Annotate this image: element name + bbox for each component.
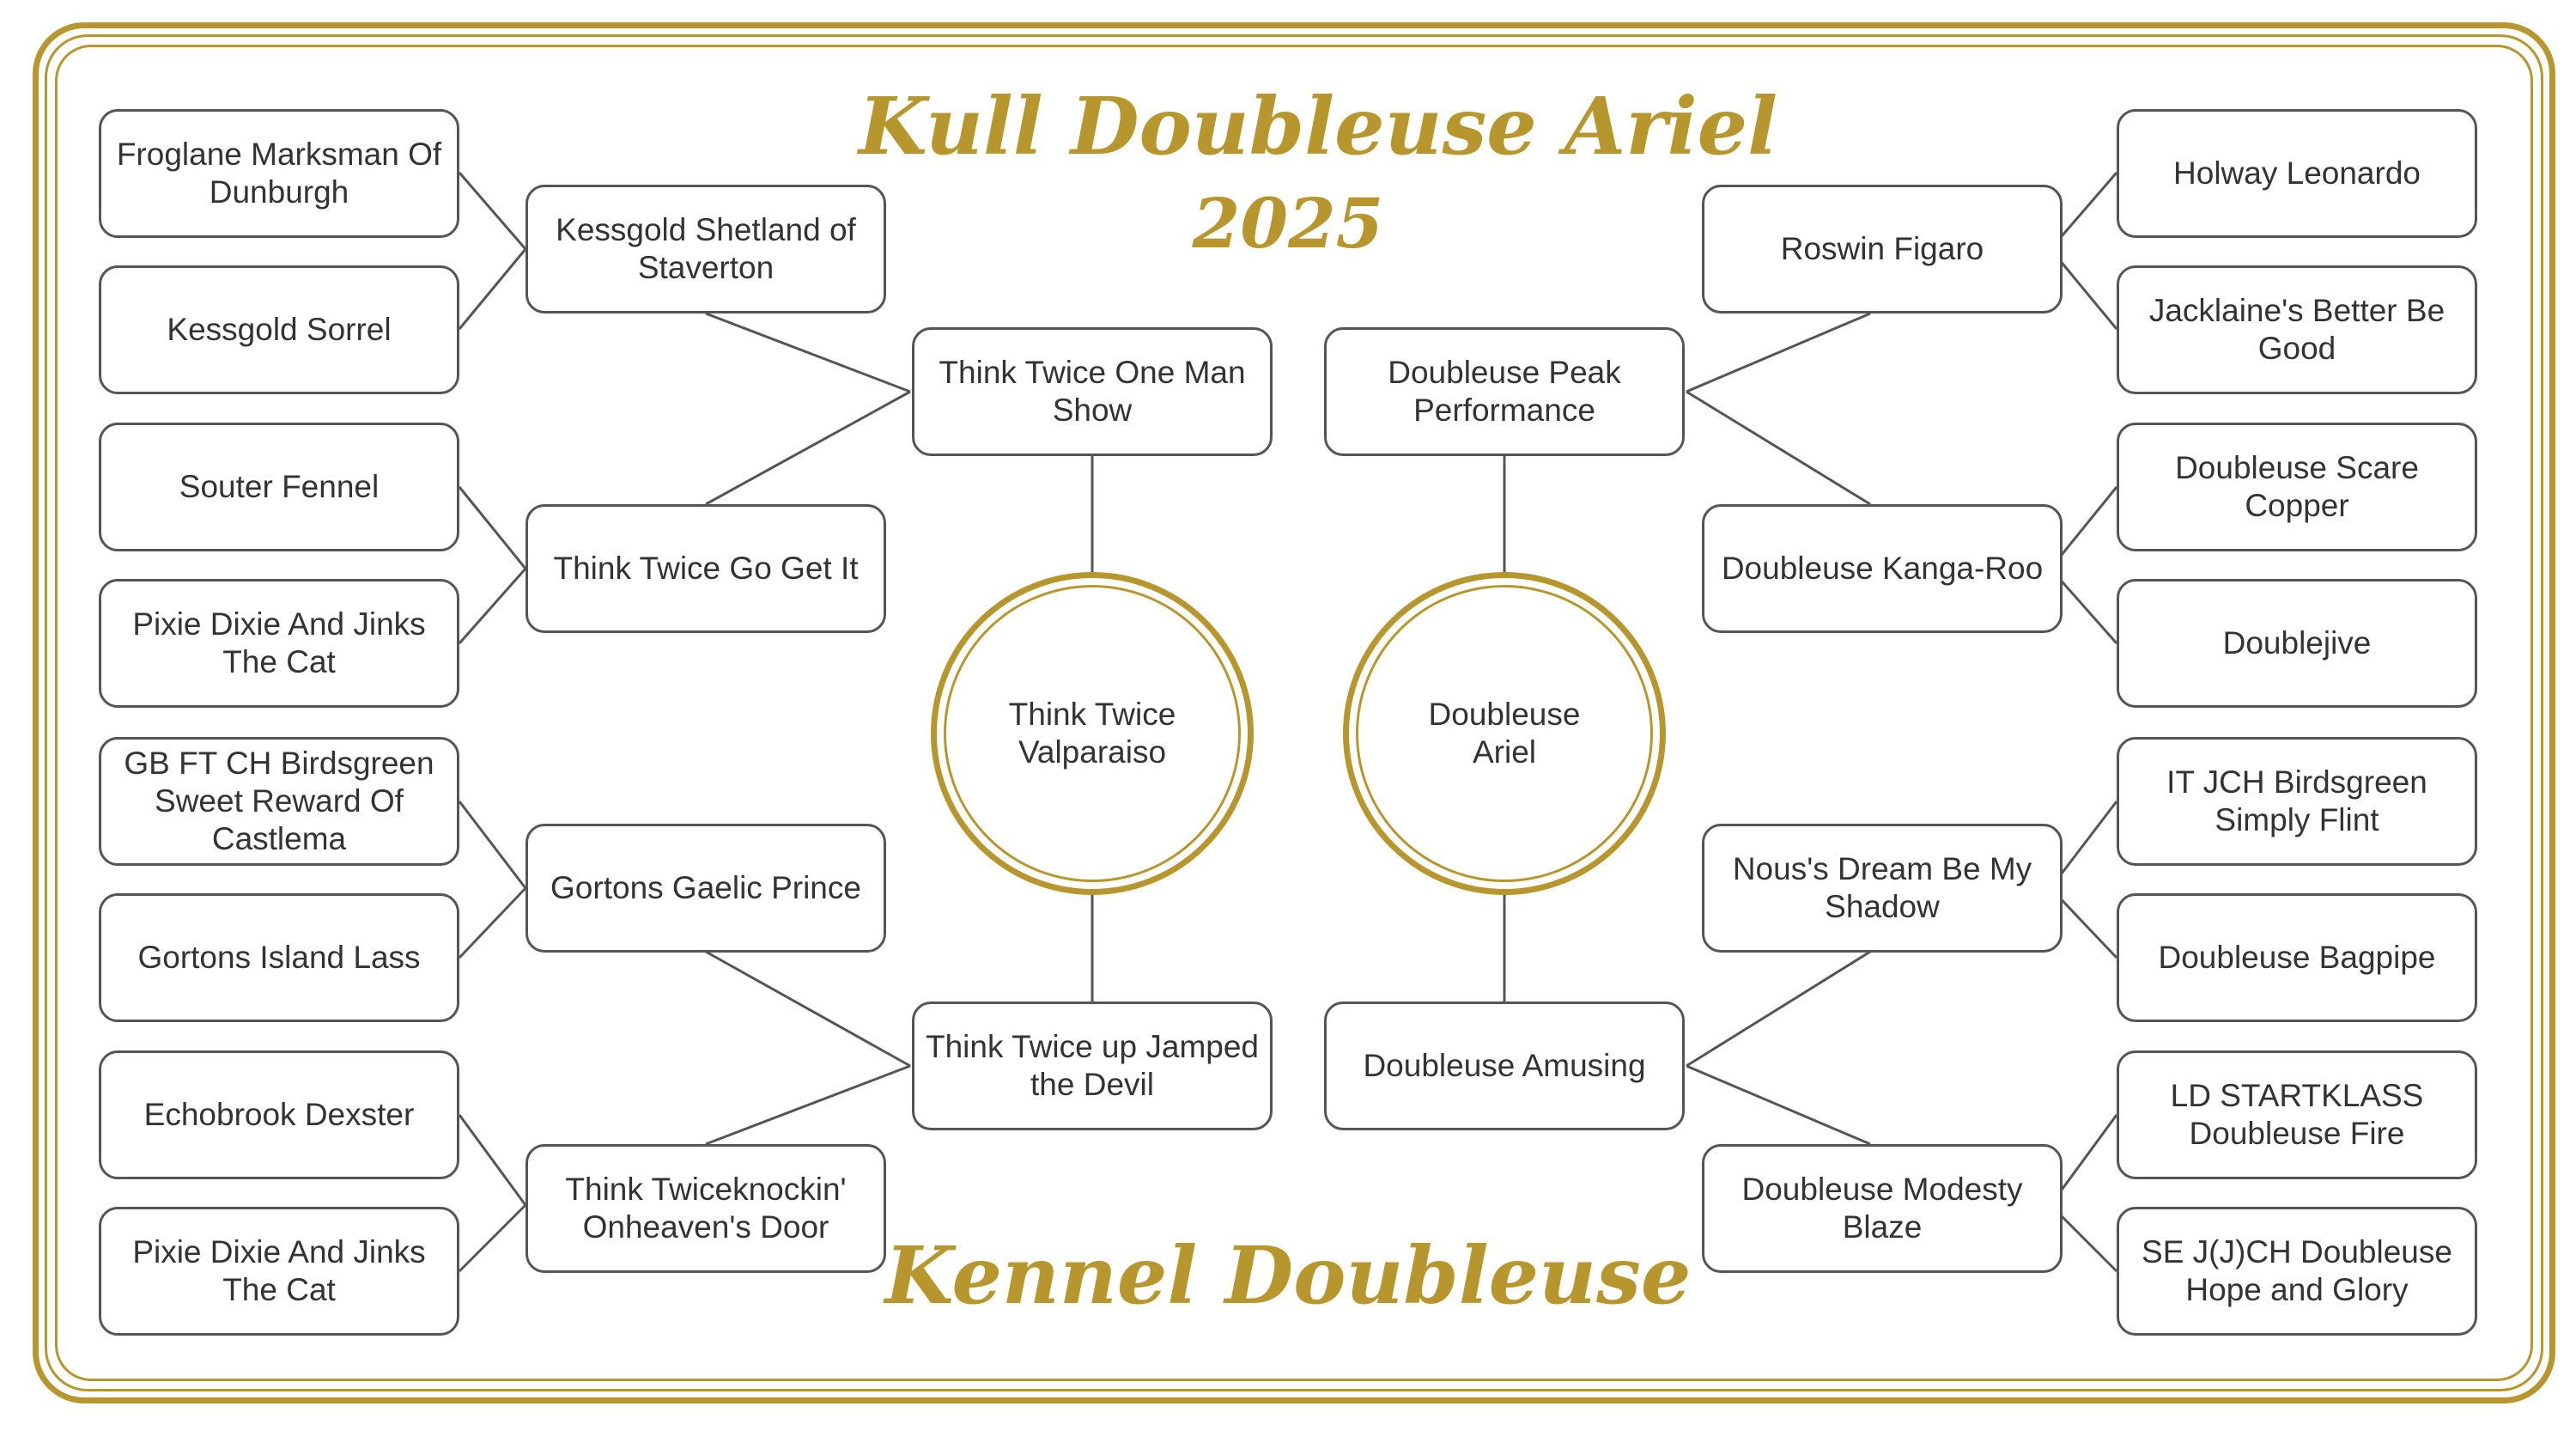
pedigree-box-ds-d: Doubleuse Kanga-Roo [1702, 504, 2063, 633]
pedigree-box-ss-ds: Souter Fennel [99, 423, 459, 551]
litter-year: 2025 [1192, 183, 1384, 264]
pedigree-box-ss-s: Kessgold Shetland of Staverton [526, 185, 886, 314]
sire-circle: Think Twice Valparaiso [931, 572, 1254, 895]
litter-title: Kull Doubleuse Ariel [859, 80, 1778, 173]
dam-circle: Doubleuse Ariel [1343, 572, 1666, 895]
pedigree-box-dam-dam: Doubleuse Amusing [1324, 1002, 1685, 1130]
pedigree-box-sd-ds: Echobrook Dexster [99, 1050, 459, 1179]
pedigree-box-dd-ds: LD STARTKLASS Doubleuse Fire [2117, 1050, 2477, 1179]
pedigree-box-dd-s: Nous's Dream Be My Shadow [1702, 824, 2063, 953]
pedigree-box-dd-sd: Doubleuse Bagpipe [2117, 893, 2477, 1022]
pedigree-box-dam-sire: Doubleuse Peak Performance [1324, 327, 1685, 456]
middle-frame [45, 34, 2543, 1391]
pedigree-box-ss-dd: Pixie Dixie And Jinks The Cat [99, 579, 459, 708]
pedigree-box-sd-dd: Pixie Dixie And Jinks The Cat [99, 1207, 459, 1336]
inner-frame [55, 45, 2533, 1381]
pedigree-box-sire-sire: Think Twice One Man Show [912, 327, 1273, 456]
pedigree-box-sd-sd: Gortons Island Lass [99, 893, 459, 1022]
pedigree-box-ds-ds: Doubleuse Scare Copper [2117, 423, 2477, 551]
pedigree-box-dd-ss: IT JCH Birdsgreen Simply Flint [2117, 737, 2477, 866]
sire-name: Think Twice Valparaiso [1008, 697, 1176, 770]
pedigree-box-ss-ss: Froglane Marksman Of Dunburgh [99, 109, 459, 238]
pedigree-box-sd-ss: GB FT CH Birdsgreen Sweet Reward Of Cast… [99, 737, 459, 866]
pedigree-box-ds-s: Roswin Figaro [1702, 185, 2063, 314]
pedigree-box-sd-d: Think Twiceknockin' Onheaven's Door [526, 1144, 886, 1273]
pedigree-box-dd-d: Doubleuse Modesty Blaze [1702, 1144, 2063, 1273]
outer-frame [33, 22, 2555, 1403]
pedigree-box-sd-s: Gortons Gaelic Prince [526, 824, 886, 953]
pedigree-box-ds-ss: Holway Leonardo [2117, 109, 2477, 238]
pedigree-box-ss-sd: Kessgold Sorrel [99, 265, 459, 394]
pedigree-box-sire-dam: Think Twice up Jamped the Devil [912, 1002, 1273, 1130]
dam-name: Doubleuse Ariel [1428, 697, 1581, 770]
pedigree-box-ds-sd: Jacklaine's Better Be Good [2117, 265, 2477, 394]
pedigree-box-ss-d: Think Twice Go Get It [526, 504, 886, 633]
pedigree-box-dd-dd: SE J(J)CH Doubleuse Hope and Glory [2117, 1207, 2477, 1336]
kennel-name: Kennel Doubleuse [884, 1229, 1692, 1322]
pedigree-box-ds-dd: Doublejive [2117, 579, 2477, 708]
